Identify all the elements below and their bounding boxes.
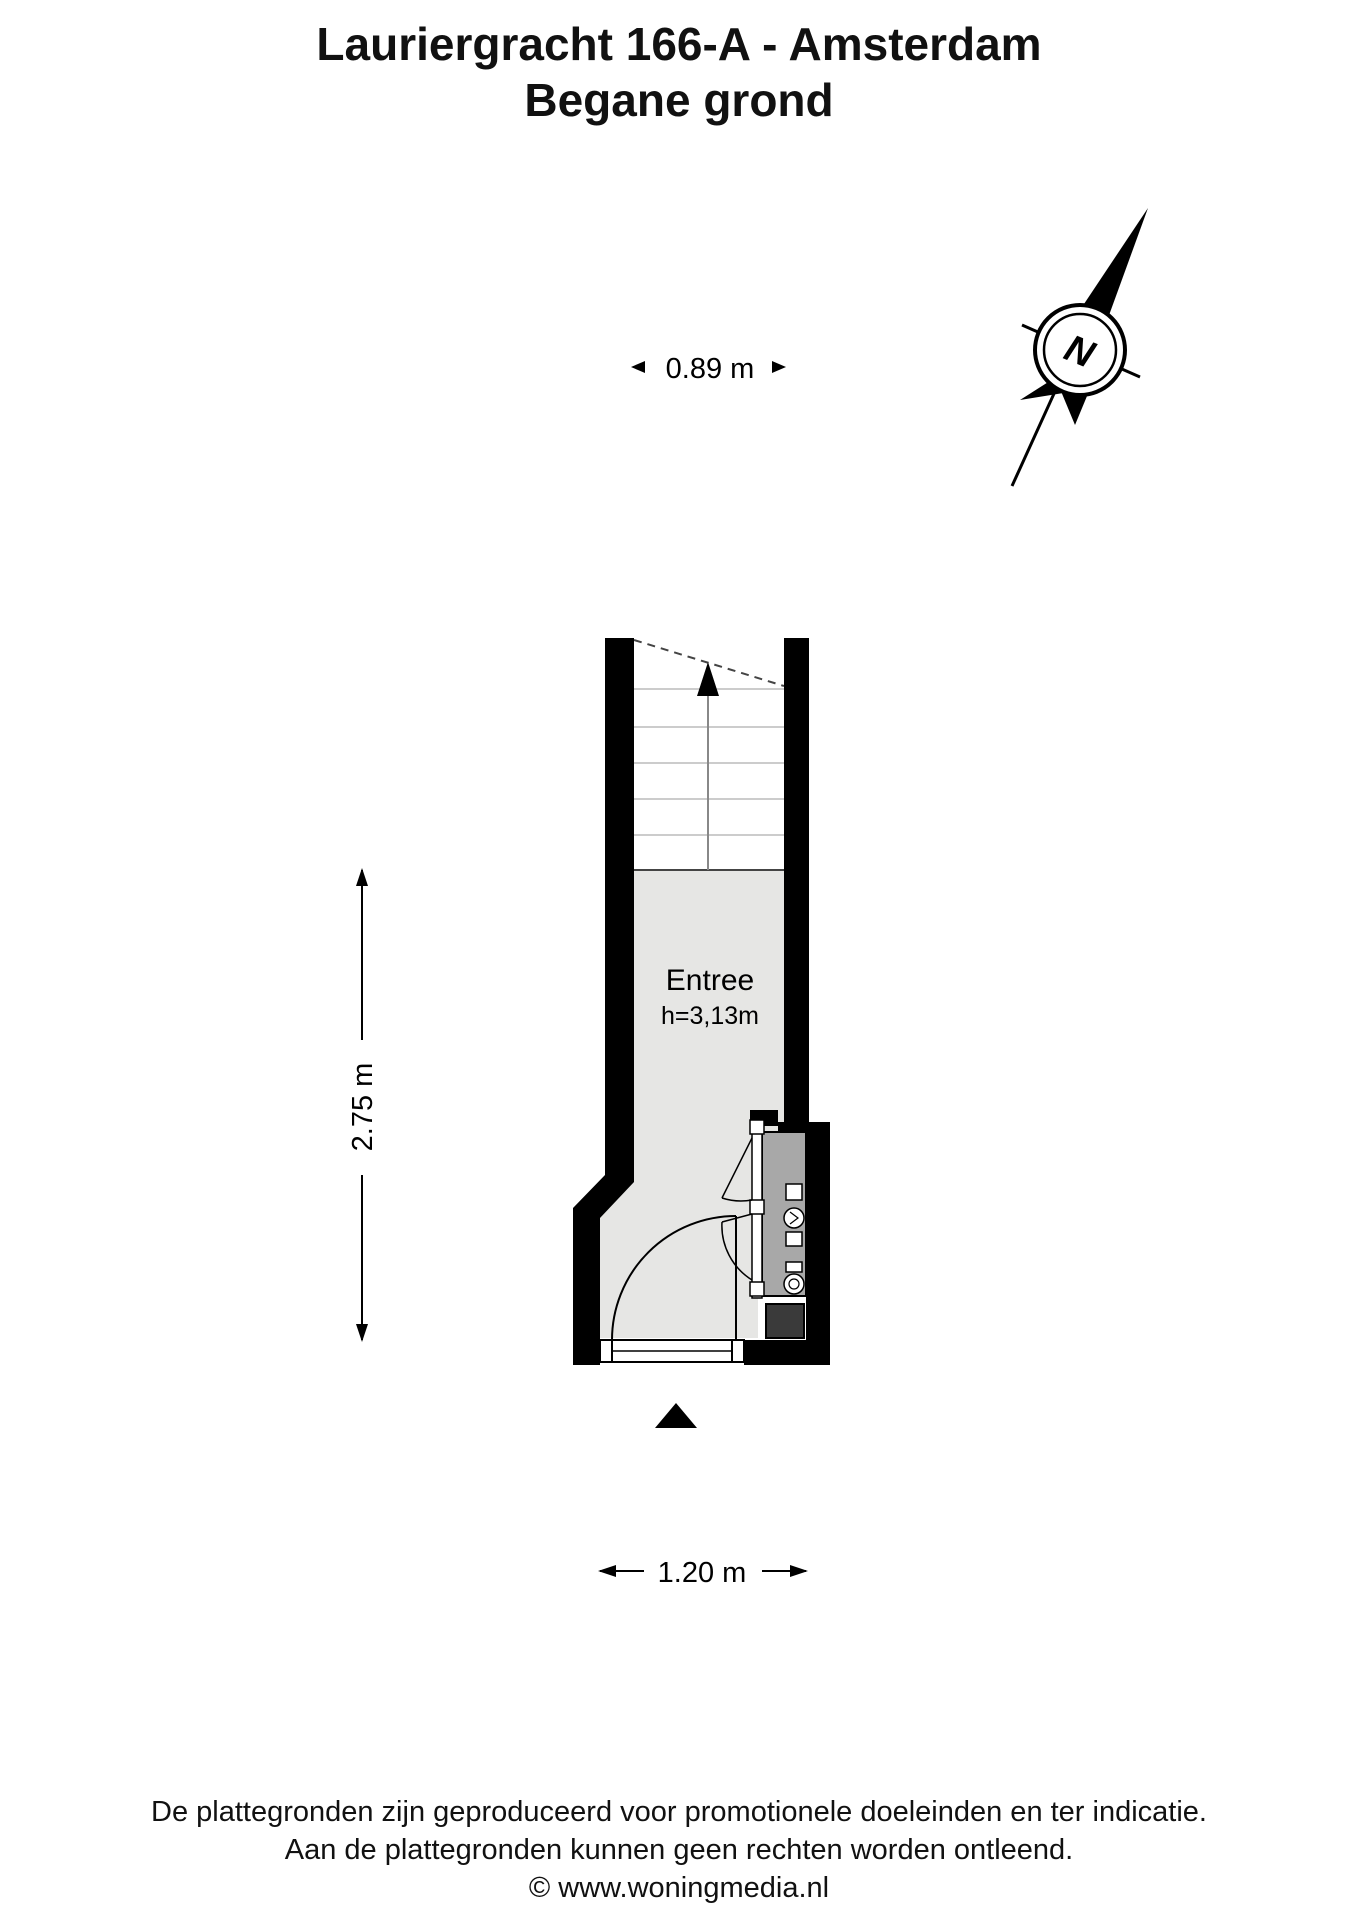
copyright-link[interactable]: © www.woningmedia.nl	[528, 1872, 830, 1904]
room-name: Entree	[666, 964, 754, 997]
stairs-arrow-icon	[697, 662, 719, 696]
page-title: Lauriergracht 166-A - Amsterdam	[316, 18, 1042, 70]
compass-icon: N	[1010, 208, 1148, 487]
meter-icon	[785, 1183, 803, 1201]
disclaimer-line-2: Aan de plattegronden kunnen geen rechten…	[284, 1834, 1074, 1866]
utility-box	[765, 1303, 805, 1339]
entrance-arrow-icon	[655, 1403, 697, 1428]
meter-icon	[783, 1273, 805, 1295]
dimension-left-label: 2.75 m	[347, 1063, 379, 1152]
dimension-bottom: 1.20 m	[598, 1557, 808, 1589]
meter-icon	[785, 1231, 803, 1247]
dimension-bottom-label: 1.20 m	[658, 1557, 747, 1589]
meter-icon	[783, 1207, 805, 1229]
room-height: h=3,13m	[661, 1002, 759, 1030]
dimension-top: 0.89 m	[631, 353, 786, 385]
dimension-top-label: 0.89 m	[666, 353, 755, 385]
disclaimer-line-1: De plattegronden zijn geproduceerd voor …	[151, 1796, 1207, 1828]
walls	[573, 638, 830, 1365]
front-door	[599, 1215, 745, 1363]
meter-cupboard	[721, 1119, 807, 1339]
staircase	[633, 639, 785, 871]
dimension-left: 2.75 m	[347, 868, 379, 1342]
floor-name: Begane grond	[524, 74, 834, 126]
room-floor	[600, 870, 784, 1338]
